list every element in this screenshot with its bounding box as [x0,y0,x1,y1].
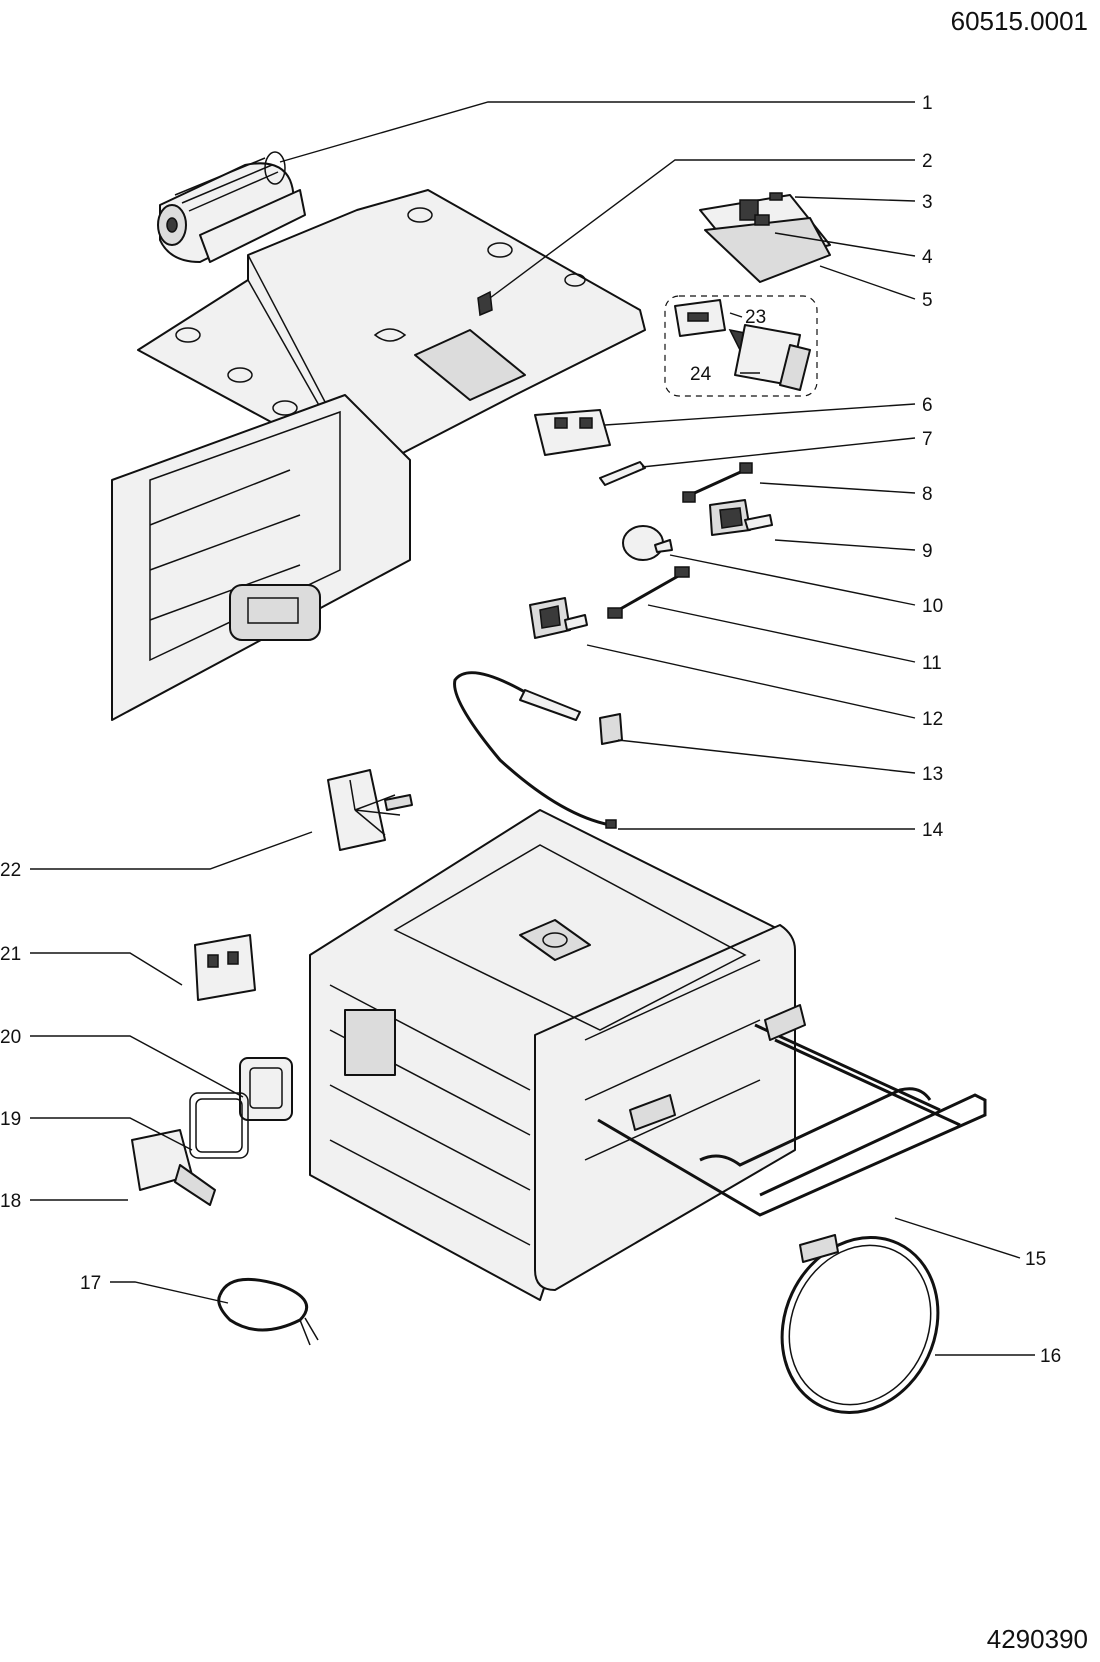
part-18-lamp-holder [131,1129,216,1206]
callout-7: 7 [922,429,933,450]
callout-19: 19 [0,1109,21,1130]
part-8-wire-link [682,462,753,503]
part-11-wiring-harness [607,566,690,619]
part-21-terminal-block [194,934,256,1001]
oven-cavity [309,809,796,1301]
part-3-5-control-module [699,192,831,283]
callout-16: 16 [1040,1346,1061,1367]
part-7-bracket [599,461,646,486]
part-14-thermal-probe [453,671,617,829]
callout-12: 12 [922,709,943,730]
part-15-grill-element [597,1004,987,1217]
callout-9: 9 [922,541,933,562]
callout-18: 18 [0,1191,21,1212]
callout-20: 20 [0,1027,21,1048]
callout-2: 2 [922,151,933,172]
callout-4: 4 [922,247,933,268]
callout-15: 15 [1025,1249,1046,1270]
part-9-control-switch [709,499,773,536]
doc-ref-bottom: 4290390 [987,1624,1088,1654]
part-19-lamp-seal [189,1092,249,1159]
doc-ref-top: 60515.0001 [951,6,1088,36]
part-22-oven-fan [327,769,413,851]
callout-24: 24 [690,364,712,385]
part-10-knob [622,525,673,561]
callout-10: 10 [922,596,943,617]
part-16-circular-element [780,1234,940,1415]
callout-8: 8 [922,484,933,505]
callout-13: 13 [922,764,943,785]
part-12-switch [529,597,588,639]
part-23-24-kit [674,299,811,391]
callout-5: 5 [922,290,933,311]
part-6-switch [534,409,611,456]
callout-labels: 1 2 3 4 5 6 7 8 9 10 11 12 13 14 15 16 1… [0,93,1061,1367]
callout-1: 1 [922,93,933,114]
callout-3: 3 [922,192,933,213]
part-17-mains-cable [217,1277,319,1346]
callout-23: 23 [745,307,766,328]
part-1-cooling-fan [157,151,306,263]
kit-23-24-box [664,295,818,397]
callout-6: 6 [922,395,933,416]
callout-14: 14 [922,820,944,841]
callout-17: 17 [80,1273,101,1294]
callout-22: 22 [0,860,21,881]
callout-11: 11 [922,653,942,674]
callout-leaders [30,101,1035,1356]
part-20-lamp-cover [239,1057,293,1121]
side-panel [111,394,411,721]
callout-21: 21 [0,944,21,965]
